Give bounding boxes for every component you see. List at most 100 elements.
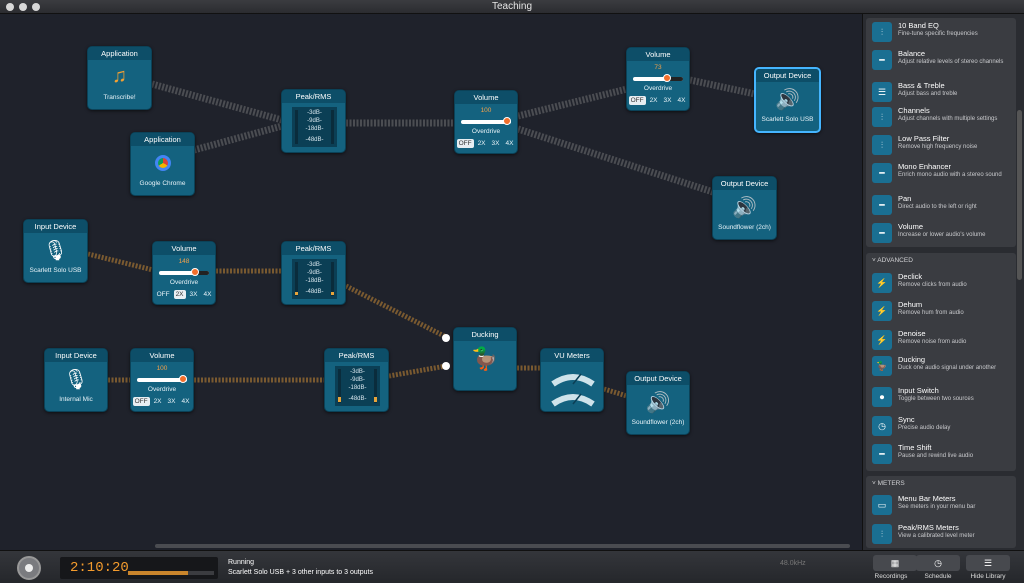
hide-library-button[interactable]: ☰: [966, 555, 1010, 571]
overdrive-off[interactable]: OFF: [132, 397, 150, 406]
overdrive-2x[interactable]: 2X: [649, 97, 658, 104]
library-item-balance[interactable]: ━ Balance Adjust relative levels of ster…: [866, 47, 1016, 75]
node-output-soundflower[interactable]: Output Device 🔊 Soundflower (2ch): [712, 176, 777, 240]
advanced-section-toggle[interactable]: ˅ ADVANCED: [872, 257, 913, 264]
volume-slider[interactable]: [159, 268, 209, 276]
overdrive-4x[interactable]: 4X: [677, 97, 686, 104]
music-note-icon: ♫: [112, 65, 127, 87]
list-icon: ☰: [983, 558, 993, 568]
library-item-name: Peak/RMS Meters: [898, 523, 959, 532]
node-ducking[interactable]: Ducking 🦆: [453, 327, 517, 391]
node-peak-rms[interactable]: Peak/RMS -3dB- -9dB- -18dB- -48dB-: [324, 348, 389, 412]
overdrive-4x[interactable]: 4X: [181, 398, 190, 405]
overdrive-3x[interactable]: 3X: [663, 97, 672, 104]
library-item-declick[interactable]: ⚡ Declick Remove clicks from audio: [866, 270, 1016, 298]
timer-display: 2:10:20: [60, 557, 218, 579]
scale-label: -18dB-: [305, 278, 324, 284]
overdrive-3x[interactable]: 3X: [189, 291, 198, 298]
volume-slider[interactable]: [137, 375, 187, 383]
overdrive-2x[interactable]: 2X: [173, 290, 186, 299]
library-item-name: Denoise: [898, 329, 926, 338]
clock-icon: ◷: [934, 558, 942, 568]
pipeline-canvas[interactable]: Application ♫ Transcribe! Application Go…: [0, 14, 862, 550]
recordings-button[interactable]: ▦: [873, 555, 917, 571]
node-application-chrome[interactable]: Application Google Chrome: [130, 132, 195, 196]
overdrive-3x[interactable]: 3X: [167, 398, 176, 405]
window-title: Teaching: [491, 1, 533, 12]
overdrive-off[interactable]: OFF: [628, 96, 646, 105]
slider-knob[interactable]: [663, 74, 671, 82]
clock-icon: ◷: [872, 416, 892, 436]
horizontal-scrollbar[interactable]: [155, 544, 850, 548]
library-item-mono-enhancer[interactable]: ━ Mono Enhancer Enrich mono audio with a…: [866, 160, 1016, 188]
slider-icon: ━: [872, 444, 892, 464]
library-scrollbar[interactable]: [1017, 110, 1022, 280]
scale-label: -48dB-: [305, 137, 324, 143]
overdrive-2x[interactable]: 2X: [477, 140, 486, 147]
library-item-pan[interactable]: ━ Pan Direct audio to the left or right: [866, 192, 1016, 220]
library-item-name: Declick: [898, 272, 923, 281]
slider-knob[interactable]: [503, 117, 511, 125]
node-output-soundflower[interactable]: Output Device 🔊 Soundflower (2ch): [626, 371, 690, 435]
library-item-desc: Fine-tune specific frequencies: [898, 31, 978, 37]
overdrive-off[interactable]: OFF: [456, 139, 474, 148]
library-item-name: Bass & Treble: [898, 81, 945, 90]
library-item-peak-rms-meters[interactable]: ⫶ Peak/RMS Meters View a calibrated leve…: [866, 521, 1016, 549]
node-volume[interactable]: Volume 73 Overdrive OFF 2X 3X 4X: [626, 47, 690, 111]
node-peak-rms[interactable]: Peak/RMS -3dB- -9dB- -18dB- -48dB-: [281, 241, 346, 305]
node-volume[interactable]: Volume 100 Overdrive OFF 2X 3X 4X: [454, 90, 518, 154]
node-vu-meters[interactable]: VU Meters: [540, 348, 604, 412]
slider-knob[interactable]: [179, 375, 187, 383]
volume-slider[interactable]: [633, 74, 683, 82]
wire: [87, 251, 154, 273]
library-item-desc: Enrich mono audio with a stereo sound: [898, 172, 1002, 178]
library-item-sync[interactable]: ◷ Sync Precise audio delay: [866, 413, 1016, 441]
node-application-transcribe[interactable]: Application ♫ Transcribe!: [87, 46, 152, 110]
scale-label: -3dB-: [307, 110, 322, 116]
library-item-ducking[interactable]: 🦆 Ducking Duck one audio signal under an…: [866, 353, 1016, 381]
library-item-10-band-eq[interactable]: ⫶ 10 Band EQ Fine-tune specific frequenc…: [866, 19, 1016, 47]
overdrive-4x[interactable]: 4X: [505, 140, 514, 147]
library-item-name: 10 Band EQ: [898, 21, 939, 30]
duck-icon: 🦆: [471, 346, 499, 371]
library-item-desc: View a calibrated level meter: [898, 533, 975, 539]
library-item-volume[interactable]: ━ Volume Increase or lower audio's volum…: [866, 220, 1016, 248]
library-item-denoise[interactable]: ⚡ Denoise Remove noise from audio: [866, 327, 1016, 355]
meters-section-toggle[interactable]: ˅ METERS: [872, 480, 905, 487]
overdrive-off[interactable]: OFF: [156, 291, 170, 298]
library-item-menu-bar-meters[interactable]: ▭ Menu Bar Meters See meters in your men…: [866, 492, 1016, 520]
input-port-icon: [442, 362, 450, 370]
library-item-low-pass-filter[interactable]: ⫶ Low Pass Filter Remove high frequency …: [866, 132, 1016, 160]
record-button[interactable]: [17, 556, 41, 580]
library-item-bass-treble[interactable]: ☰ Bass & Treble Adjust bass and treble: [866, 79, 1016, 107]
schedule-button[interactable]: ◷: [916, 555, 960, 571]
node-peak-rms[interactable]: Peak/RMS -3dB- -9dB- -18dB- -48dB-: [281, 89, 346, 153]
overdrive-4x[interactable]: 4X: [203, 291, 212, 298]
minimize-window-button[interactable]: [19, 3, 27, 11]
volume-slider[interactable]: [461, 117, 511, 125]
node-volume[interactable]: Volume 148 Overdrive OFF 2X 3X 4X: [152, 241, 216, 305]
library-item-dehum[interactable]: ⚡ Dehum Remove hum from audio: [866, 298, 1016, 326]
slider-knob[interactable]: [191, 268, 199, 276]
library-item-input-switch[interactable]: ⏺ Input Switch Toggle between two source…: [866, 384, 1016, 412]
wire: [388, 363, 447, 379]
node-volume[interactable]: Volume 100 Overdrive OFF 2X 3X 4X: [130, 348, 194, 412]
microphone-icon: 🎙: [63, 369, 89, 391]
library-item-time-shift[interactable]: ━ Time Shift Pause and rewind live audio: [866, 441, 1016, 469]
overdrive-options: OFF 2X 3X 4X: [455, 139, 517, 148]
speaker-icon: 🔊: [775, 89, 800, 111]
node-output-scarlett[interactable]: Output Device 🔊 Scarlett Solo USB: [754, 67, 821, 133]
node-input-scarlett[interactable]: Input Device 🎙 Scarlett Solo USB: [23, 219, 88, 283]
overdrive-2x[interactable]: 2X: [153, 398, 162, 405]
scale-label: -3dB-: [350, 369, 365, 375]
speaker-icon: 🔊: [645, 392, 671, 414]
scale-label: -9dB-: [307, 118, 322, 124]
level-meter: -3dB- -9dB- -18dB- -48dB-: [292, 107, 337, 147]
library-item-channels[interactable]: ⫶ Channels Adjust channels with multiple…: [866, 104, 1016, 132]
microphone-icon: 🎙: [42, 240, 69, 262]
node-input-internal-mic[interactable]: Input Device 🎙 Internal Mic: [44, 348, 108, 412]
volume-value: 100: [480, 107, 492, 114]
close-window-button[interactable]: [6, 3, 14, 11]
zoom-window-button[interactable]: [32, 3, 40, 11]
overdrive-3x[interactable]: 3X: [491, 140, 500, 147]
